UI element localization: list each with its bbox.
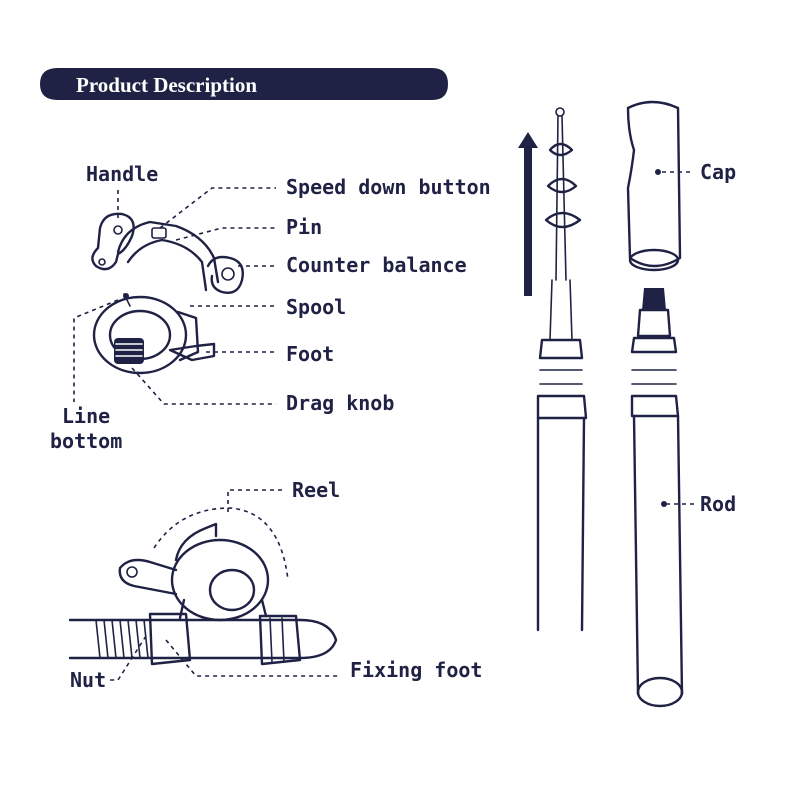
label-rod: Rod <box>700 492 736 516</box>
label-line-bottom-2: bottom <box>50 429 122 453</box>
label-drag-knob: Drag knob <box>286 391 394 415</box>
assembly-label-group: Reel Nut Fixing foot <box>70 478 482 692</box>
reel-label-group: Handle Speed down button Pin Counter bal… <box>50 162 491 453</box>
telescopic-rod-extended <box>518 107 588 632</box>
label-counter-balance: Counter balance <box>286 253 467 277</box>
assembly-illustration <box>68 507 338 666</box>
rod-leaders <box>662 171 694 505</box>
cap-shape <box>626 100 682 268</box>
label-pin: Pin <box>286 215 322 239</box>
label-fixing-foot: Fixing foot <box>350 658 482 682</box>
label-cap: Cap <box>700 160 736 184</box>
reel-illustration <box>91 212 244 375</box>
label-line-bottom-1: Line <box>62 404 110 428</box>
label-spool: Spool <box>286 295 346 319</box>
banner-bar <box>40 68 448 100</box>
banner-title: Product Description <box>76 73 257 97</box>
thread <box>95 619 149 659</box>
label-nut: Nut <box>70 668 106 692</box>
telescopic-rod-closed <box>626 100 684 708</box>
label-foot: Foot <box>286 342 334 366</box>
rod-label-group: Cap Rod <box>700 160 736 516</box>
extend-arrow <box>518 132 538 296</box>
label-speed-down-button: Speed down button <box>286 175 491 199</box>
label-handle: Handle <box>86 162 158 186</box>
reel-leaders <box>73 187 276 405</box>
label-reel: Reel <box>292 478 340 502</box>
assembly-leaders <box>108 489 340 681</box>
banner: Product Description <box>40 68 448 100</box>
